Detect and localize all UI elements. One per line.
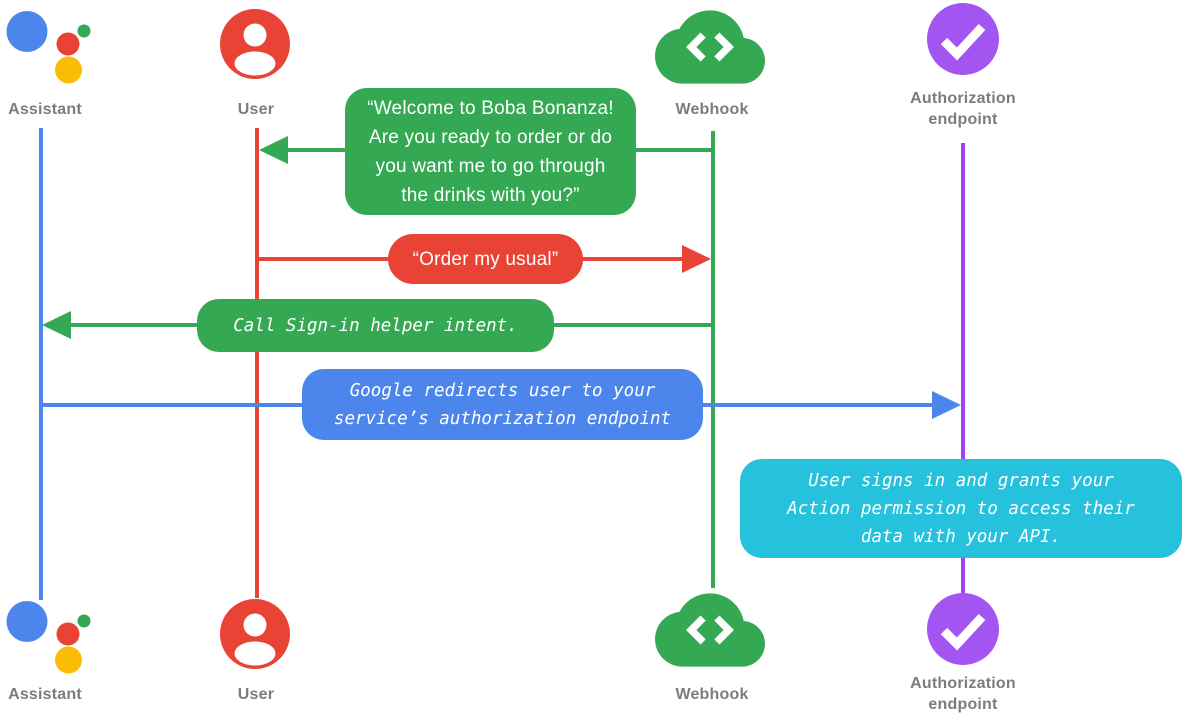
google-assistant-icon xyxy=(6,601,91,674)
actor-label-webhook-bottom: Webhook xyxy=(675,686,749,703)
actor-label-authorization-top: Authorization endpoint xyxy=(910,90,1016,128)
user-lifeline xyxy=(255,128,259,598)
code-bubble-signin-helper: Call Sign-in helper intent. xyxy=(197,299,554,352)
speech-bubble-welcome: “Welcome to Boba Bonanza! Are you ready … xyxy=(345,88,636,215)
webhook-cloud-code-icon xyxy=(655,10,765,84)
actor-label-user-top: User xyxy=(237,101,275,118)
google-assistant-icon xyxy=(6,11,91,84)
note-box-user-signs-in: User signs in and grants your Action per… xyxy=(740,459,1182,558)
actor-label-authorization-bottom: Authorization endpoint xyxy=(910,675,1016,713)
webhook-lifeline xyxy=(711,131,715,588)
assistant-lifeline xyxy=(39,128,43,600)
user-icon xyxy=(220,599,290,669)
actor-label-user-bottom: User xyxy=(237,686,275,703)
code-bubble-redirect: Google redirects user to your service’s … xyxy=(302,369,703,440)
authorization-lifeline xyxy=(961,143,965,593)
actor-label-webhook-top: Webhook xyxy=(675,101,749,118)
actor-label-assistant-top: Assistant xyxy=(8,101,82,118)
actor-label-assistant-bottom: Assistant xyxy=(8,686,82,703)
authorization-check-icon xyxy=(927,593,999,665)
authorization-check-icon xyxy=(927,3,999,75)
user-icon xyxy=(220,9,290,79)
speech-bubble-order: “Order my usual” xyxy=(388,234,583,284)
webhook-cloud-code-icon xyxy=(655,593,765,667)
